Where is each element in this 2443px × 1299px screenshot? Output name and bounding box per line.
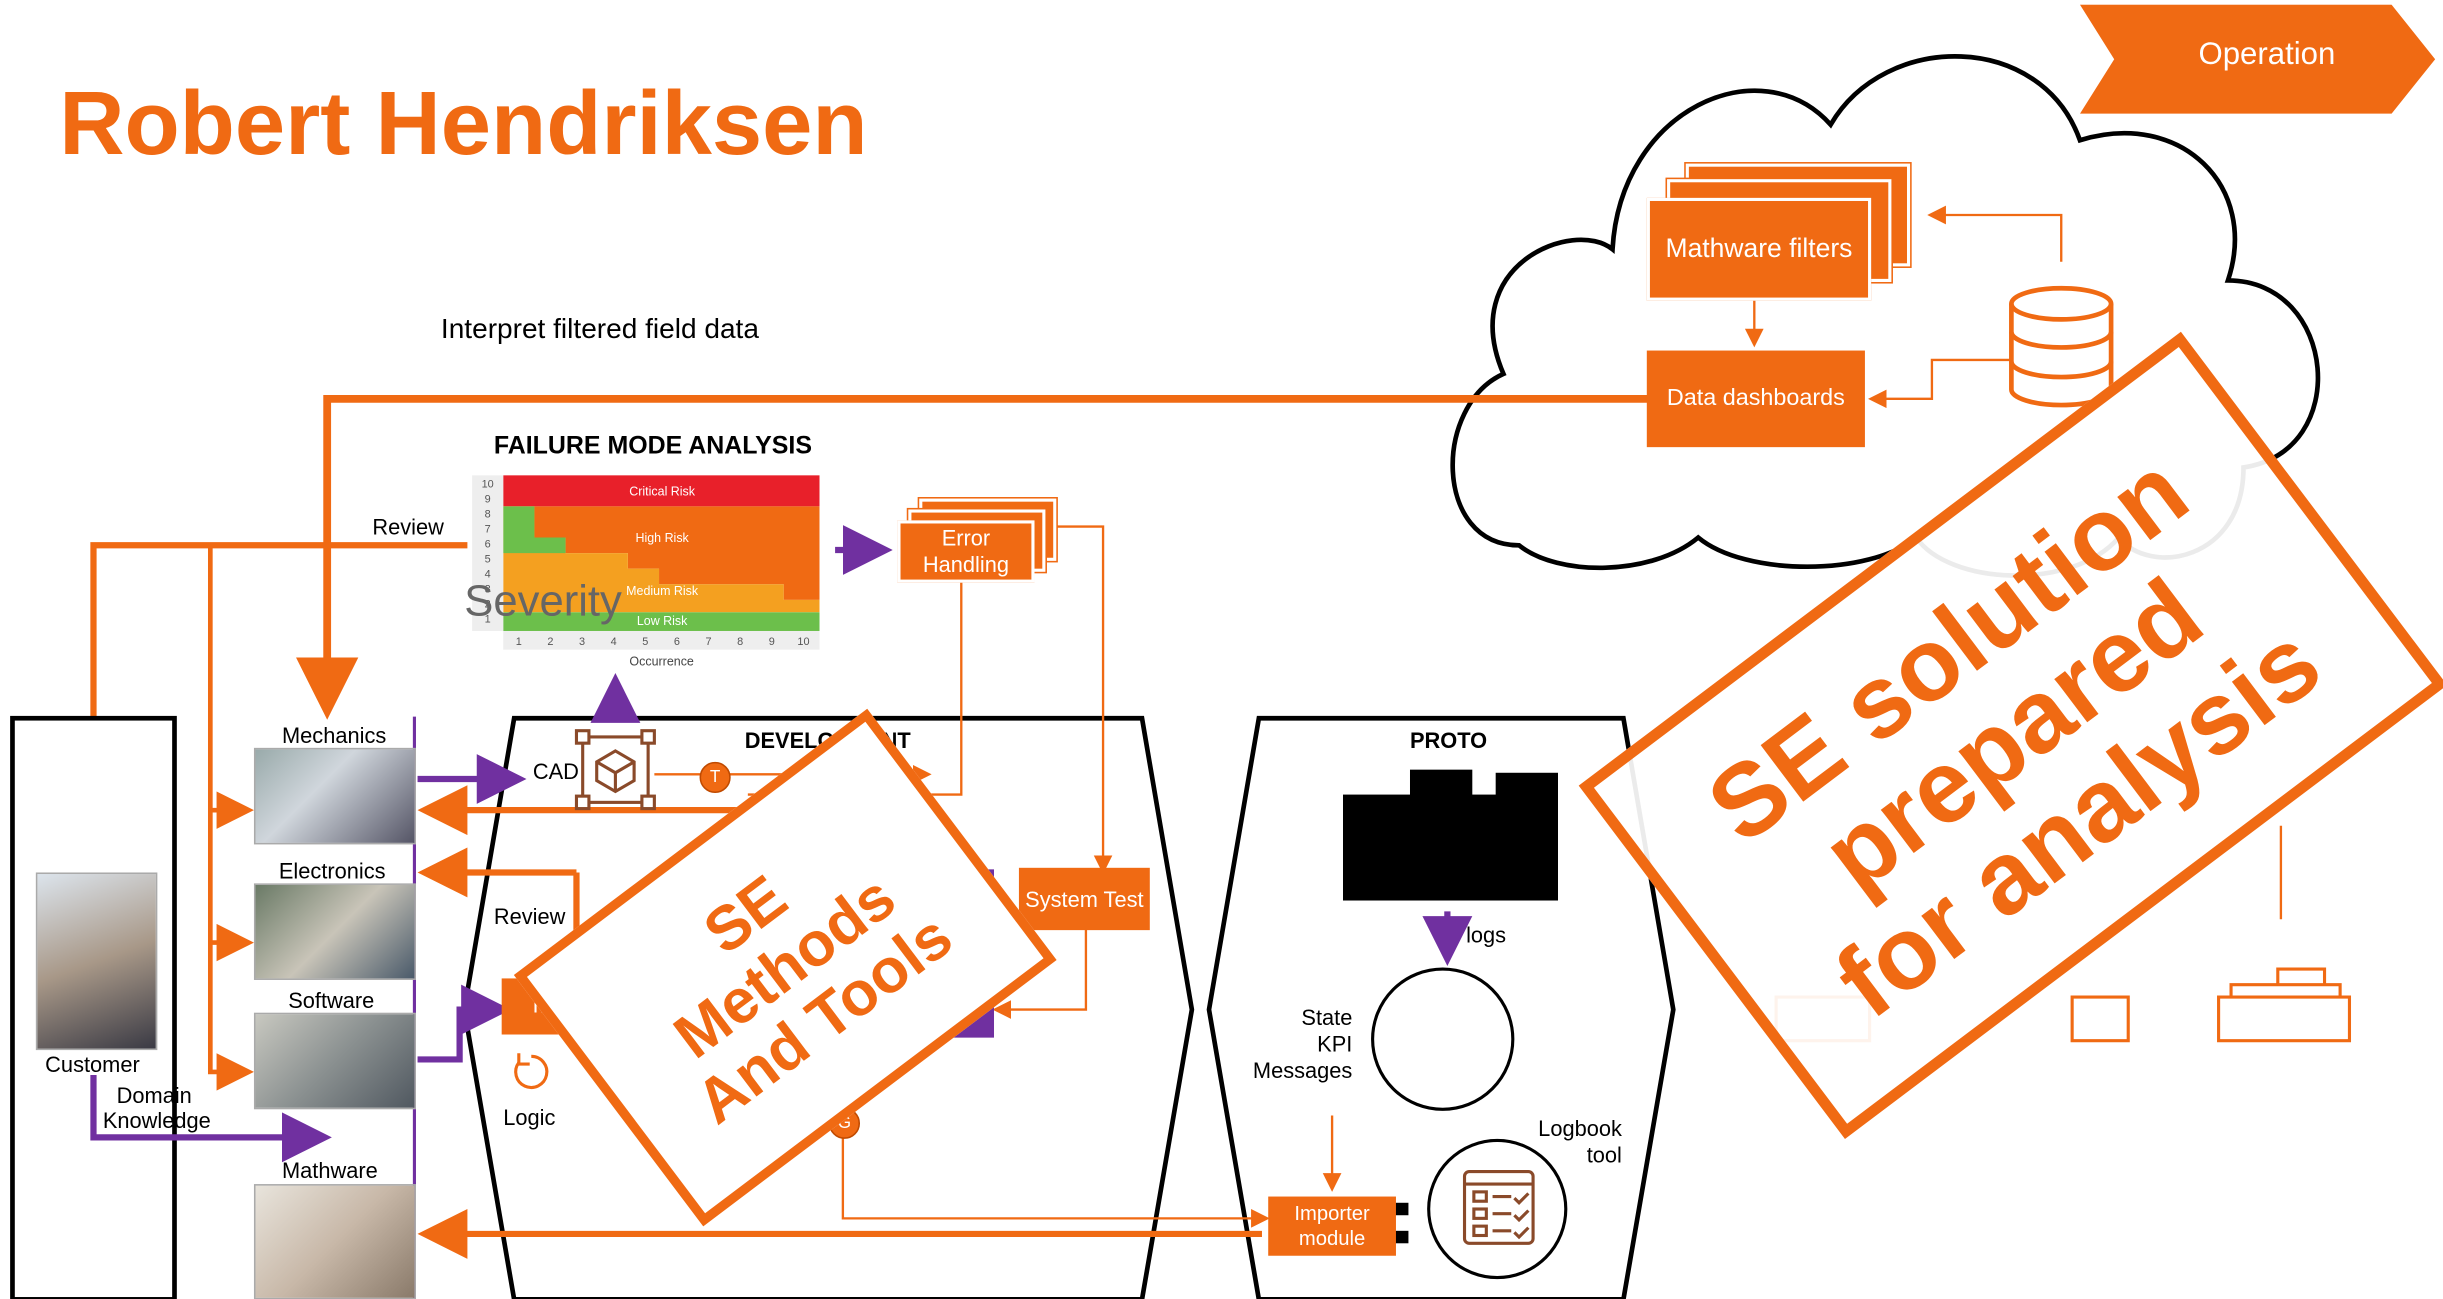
customer-label: Customer [45, 1051, 140, 1077]
role-software-label: Software [288, 987, 375, 1013]
risk-label-low: Low Risk [637, 614, 688, 628]
risk-y-tick: 4 [485, 568, 491, 580]
risk-band-low [503, 612, 820, 631]
electronics-photo [253, 883, 416, 980]
risk-x-tick: 5 [642, 636, 648, 648]
risk-band-critical [503, 475, 820, 507]
risk-y-tick: 1 [485, 613, 491, 625]
severity-label: Severity [464, 576, 622, 625]
prototype-machine-image [1342, 769, 1558, 901]
risk-y-tick: 2 [485, 598, 491, 610]
mathware-filters-box[interactable]: Mathware filters [1646, 197, 1872, 301]
risk-x-tick: 9 [769, 636, 775, 648]
mathware-photo [253, 1184, 416, 1299]
risk-label-high: High Risk [636, 531, 690, 545]
risk-matrix: Critical Risk High Risk Medium Risk Low … [472, 475, 820, 650]
page-title: Robert Hendriksen [59, 73, 868, 175]
risk-y-tick: 7 [485, 524, 491, 536]
state-kpi-label: State KPI Messages [1252, 1004, 1353, 1083]
error-handling-box[interactable]: Error Handling [897, 520, 1035, 583]
risk-y-ticks: 10 9 8 7 6 5 4 3 2 1 [482, 479, 494, 626]
cad-icon [574, 729, 656, 811]
risk-x-tick: 7 [706, 636, 712, 648]
logbook-label: Logbook tool [1538, 1115, 1622, 1167]
refresh-icon [514, 1053, 549, 1090]
risk-x-tick: 1 [516, 636, 522, 648]
risk-y-tick: 9 [485, 494, 491, 506]
risk-x-tick: 6 [674, 636, 680, 648]
risk-y-tick: 10 [482, 479, 494, 491]
occurrence-label: Occurrence [629, 654, 694, 669]
role-mathware-label: Mathware [281, 1157, 378, 1183]
system-test-box[interactable]: System Test [1018, 867, 1150, 931]
data-dashboards-box[interactable]: Data dashboards [1646, 350, 1865, 448]
risk-x-tick: 2 [547, 636, 553, 648]
risk-x-tick: 4 [611, 636, 617, 648]
fma-title: FAILURE MODE ANALYSIS [493, 433, 812, 460]
role-mechanics-label: Mechanics [281, 722, 387, 748]
role-electronics-label: Electronics [278, 858, 386, 884]
logs-label: logs [1466, 922, 1507, 948]
risk-y-tick: 6 [485, 538, 491, 550]
cad-label: CAD [532, 758, 579, 784]
risk-x-tick: 3 [579, 636, 585, 648]
domain-knowledge-label: Domain Knowledge [102, 1082, 211, 1133]
risk-x-ticks: 1 2 3 4 5 6 7 8 9 10 [516, 636, 810, 648]
risk-label-medium: Medium Risk [626, 584, 699, 598]
customer-photo [35, 872, 158, 1051]
review-label-dev: Review [493, 903, 566, 929]
risk-y-tick: 3 [485, 583, 491, 595]
risk-y-tick: 5 [485, 553, 491, 565]
risk-band-medium [503, 506, 820, 613]
importer-module-box[interactable]: Importer module [1268, 1196, 1396, 1256]
interpret-label: Interpret filtered field data [440, 313, 759, 345]
risk-x-tick: 10 [797, 636, 809, 648]
logic-label: Logic [503, 1104, 556, 1130]
risk-band-high [534, 506, 820, 600]
operation-tab[interactable] [2079, 4, 2438, 114]
software-photo [253, 1012, 416, 1110]
risk-y-tick: 8 [485, 509, 491, 521]
proto-title: PROTO [1409, 727, 1488, 753]
kpi-circle [1371, 967, 1515, 1111]
risk-x-tick: 8 [737, 636, 743, 648]
risk-label-critical: Critical Risk [629, 484, 695, 498]
operation-tab-label: Operation [2198, 37, 2336, 72]
test-badge[interactable]: T [699, 761, 731, 794]
checklist-icon [1462, 1170, 1535, 1245]
mechanics-photo [253, 747, 416, 845]
review-label: Review [372, 514, 444, 540]
